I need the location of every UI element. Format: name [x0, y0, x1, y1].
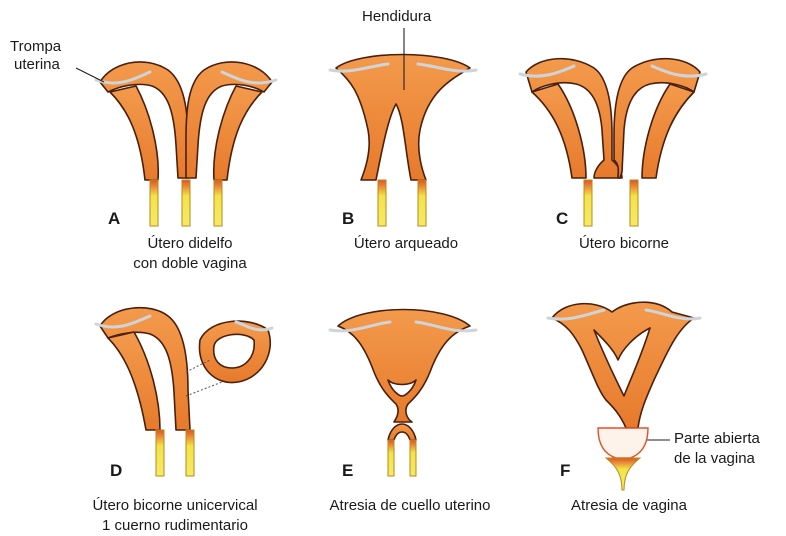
panel-c-uterus: [526, 59, 700, 178]
panel-d-caption-line2: 1 cuerno rudimentario: [70, 516, 280, 535]
label-hendidura: Hendidura: [362, 8, 431, 26]
panel-b-letter: B: [342, 210, 354, 228]
panel-e-caption-line1: Atresia de cuello uterino: [310, 496, 510, 515]
panel-d-caption-line1: Útero bicorne unicervical: [70, 496, 280, 515]
panel-b-uterus: [336, 55, 470, 181]
label-parte-abierta-line1: Parte abierta: [674, 430, 760, 448]
panel-f-letter: F: [560, 462, 570, 480]
panel-a-letter: A: [108, 210, 120, 228]
panel-e-letter: E: [342, 462, 353, 480]
open-vaginal-part: [598, 428, 648, 490]
label-parte-abierta-line2: de la vagina: [674, 450, 755, 468]
panel-b-caption-line1: Útero arqueado: [336, 234, 476, 253]
panel-a-uterus: [100, 62, 272, 180]
panel-a-caption-line1: Útero didelfo: [110, 234, 270, 253]
panel-c-letter: C: [556, 210, 568, 228]
panel-c-caption-line1: Útero bicorne: [554, 234, 694, 253]
panel-a-caption-line2: con doble vagina: [110, 254, 270, 273]
panel-d-letter: D: [110, 462, 122, 480]
rudimentary-connection-lower: [186, 382, 222, 396]
label-trompa-line1: Trompa: [10, 38, 61, 56]
panel-f-uterus: [552, 302, 694, 428]
panel-f-caption-line1: Atresia de vagina: [554, 496, 704, 515]
label-trompa-line2: uterina: [14, 56, 60, 74]
